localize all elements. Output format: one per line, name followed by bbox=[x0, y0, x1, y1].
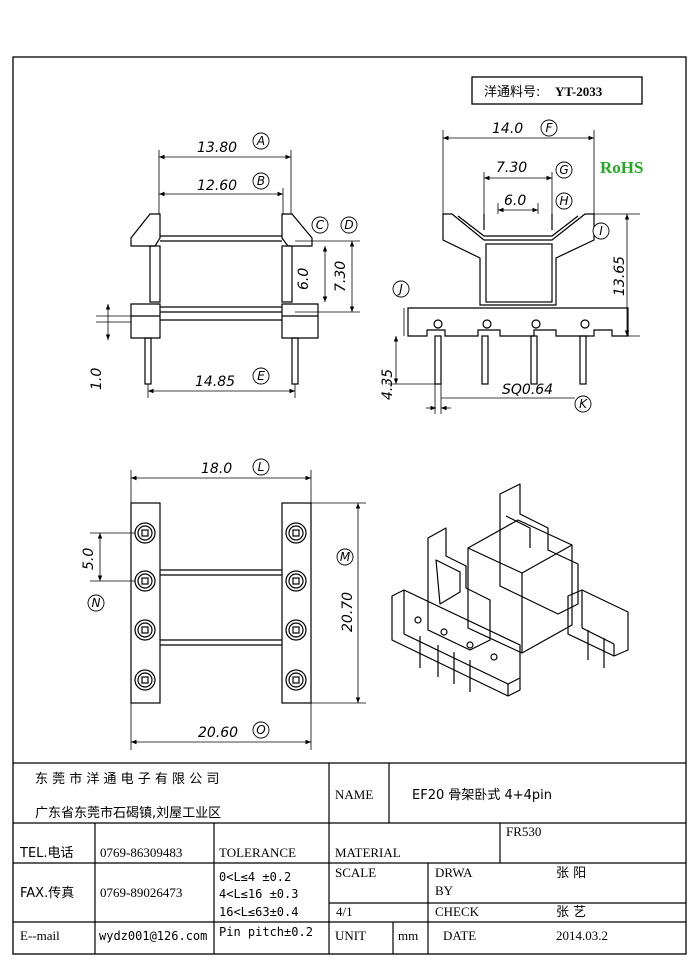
date-value: 2014.03.2 bbox=[556, 928, 608, 943]
dim-sq0-64: SQ0.64 bbox=[502, 382, 553, 398]
part-number: YT-2033 bbox=[555, 84, 603, 99]
side-view-markers: F G H I J K bbox=[392, 119, 610, 413]
marker-d: D bbox=[344, 218, 353, 232]
date-label: DATE bbox=[443, 928, 476, 943]
name-value: EF20 骨架卧式 4+4pin bbox=[412, 788, 552, 803]
front-view-markers: A B C D E bbox=[252, 132, 358, 385]
drawn-label-1: DRWA bbox=[435, 865, 473, 880]
dim-14-0: 14.0 bbox=[492, 121, 523, 137]
tolerance-line-3: 16<L≤63±0.4 bbox=[219, 905, 298, 919]
tolerance-line-4: Pin pitch±0.2 bbox=[219, 925, 313, 939]
company-address: 广东省东莞市石碣镇,刘屋工业区 bbox=[35, 805, 221, 821]
sheet-border bbox=[12, 56, 687, 955]
tolerance-label: TOLERANCE bbox=[219, 845, 296, 860]
dim-20-60: 20.60 bbox=[198, 725, 238, 741]
side-view-dimensions bbox=[388, 130, 640, 414]
marker-l: L bbox=[258, 460, 265, 474]
scale-label: SCALE bbox=[335, 865, 376, 880]
dim-5-0: 5.0 bbox=[81, 548, 97, 570]
scale-value: 4/1 bbox=[336, 904, 353, 919]
unit-value: mm bbox=[398, 928, 418, 943]
marker-e: E bbox=[257, 369, 265, 383]
marker-f: F bbox=[546, 121, 554, 135]
dim-4-35: 4.35 bbox=[380, 369, 396, 400]
bottom-view-markers: L N M O bbox=[87, 458, 354, 739]
dim-13-80: 13.80 bbox=[197, 140, 237, 156]
rohs-label: RoHS bbox=[600, 158, 643, 177]
marker-c: C bbox=[316, 218, 325, 232]
fax-label: FAX.传真 bbox=[20, 886, 74, 901]
drawn-value: 张 阳 bbox=[556, 866, 586, 881]
dim-1-0: 1.0 bbox=[89, 368, 105, 390]
bottom-view-dimensions bbox=[90, 470, 366, 750]
isometric-view bbox=[391, 483, 629, 697]
marker-b: B bbox=[257, 174, 265, 188]
part-number-label: 洋通料号: bbox=[484, 85, 540, 100]
title-block bbox=[13, 762, 686, 954]
marker-m: M bbox=[340, 550, 351, 564]
part-number-box: 洋通料号: YT-2033 bbox=[471, 76, 643, 105]
tel-label: TEL.电话 bbox=[19, 846, 74, 861]
check-value: 张 艺 bbox=[556, 905, 586, 920]
marker-i: I bbox=[599, 224, 603, 238]
dim-13-65: 13.65 bbox=[612, 256, 628, 296]
side-view bbox=[407, 213, 629, 385]
dim-6-0-side: 6.0 bbox=[504, 193, 526, 209]
check-label: CHECK bbox=[435, 904, 480, 919]
dim-20-70: 20.70 bbox=[340, 592, 356, 632]
drawn-label-2: BY bbox=[435, 883, 454, 898]
marker-g: G bbox=[559, 163, 568, 177]
material-label: MATERIAL bbox=[335, 845, 401, 860]
dim-18-0: 18.0 bbox=[201, 461, 232, 477]
marker-a: A bbox=[256, 134, 265, 148]
fax-value: 0769-89026473 bbox=[100, 885, 182, 900]
front-view-dimensions bbox=[96, 150, 360, 398]
email-label: E--mail bbox=[20, 928, 60, 943]
material-value: FR530 bbox=[506, 824, 541, 839]
front-view bbox=[130, 213, 319, 385]
email-value: wydz001@126.com bbox=[99, 929, 207, 943]
dim-14-85: 14.85 bbox=[195, 374, 235, 390]
tel-value: 0769-86309483 bbox=[100, 845, 182, 860]
marker-n: N bbox=[92, 596, 101, 610]
dim-12-60: 12.60 bbox=[197, 178, 237, 194]
dim-6-0: 6.0 bbox=[296, 268, 312, 290]
tolerance-line-2: 4<L≤16 ±0.3 bbox=[219, 887, 298, 901]
marker-o: O bbox=[256, 723, 265, 737]
unit-label: UNIT bbox=[335, 928, 366, 943]
marker-h: H bbox=[559, 194, 568, 208]
bottom-view bbox=[130, 502, 312, 704]
company-name: 东 莞 市 洋 通 电 子 有 限 公 司 bbox=[35, 771, 219, 787]
marker-k: K bbox=[579, 397, 588, 411]
dim-7-30-side: 7.30 bbox=[496, 160, 527, 176]
marker-j: J bbox=[397, 282, 403, 296]
name-label: NAME bbox=[335, 787, 373, 802]
tolerance-line-1: 0<L≤4 ±0.2 bbox=[219, 870, 291, 884]
dim-7-30: 7.30 bbox=[333, 261, 349, 292]
